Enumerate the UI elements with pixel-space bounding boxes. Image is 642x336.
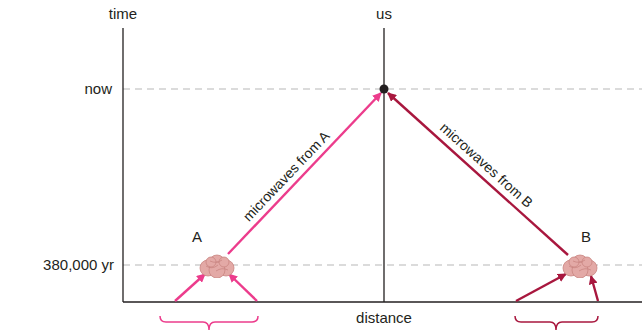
microwave-path-b [388,93,568,255]
time-label: now [84,80,112,98]
cloud-label: B [581,228,591,246]
axis-label: distance [356,309,412,327]
path-label: microwaves from A [239,127,334,225]
axis-label: time [109,5,137,23]
time-axis [122,28,123,302]
gas-cloud: A [198,254,236,278]
microwave-path-a [228,93,381,254]
time-label: 380,000 yr [43,256,114,274]
gas-cloud: B [561,254,599,278]
incoming-arrow [175,274,205,301]
axis-label: us [376,5,392,23]
region-bracket [160,316,258,330]
incoming-arrow [229,274,257,301]
path-label: microwaves from B [437,118,538,211]
incoming-arrow [516,274,566,301]
cloud-shape [561,254,599,278]
cloud-label: A [192,228,202,246]
incoming-arrow [591,276,598,301]
region-bracket [515,316,598,330]
cloud-shape [198,254,236,278]
us-worldline [383,28,384,302]
observer-dot [380,85,389,94]
distance-axis [123,301,642,302]
